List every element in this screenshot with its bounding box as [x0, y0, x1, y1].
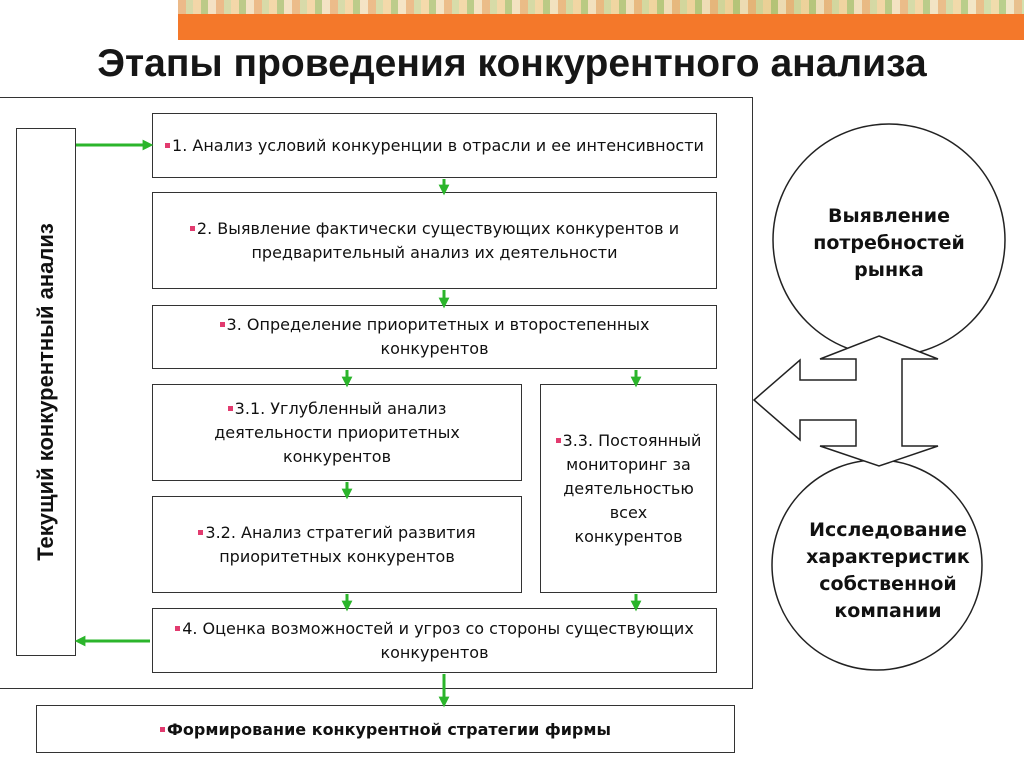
bullet-icon — [175, 625, 181, 631]
step-4-box: 4. Оценка возможностей и угроз со сторон… — [152, 608, 717, 673]
page-title: Этапы проведения конкурентного анализа — [97, 42, 927, 85]
strategy-box: Формирование конкурентной стратегии фирм… — [36, 705, 735, 753]
step-2-box: 2. Выявление фактически существующих кон… — [152, 192, 717, 289]
bullet-icon — [198, 529, 204, 535]
step-3-1-box: 3.1. Углубленный анализ деятельности при… — [152, 384, 522, 481]
analysis-frame — [0, 97, 753, 689]
step-1-text: 1. Анализ условий конкуренции в отрасли … — [172, 135, 704, 155]
step-1-box: 1. Анализ условий конкуренции в отрасли … — [152, 113, 717, 178]
step-3-3-box: 3.3. Постоянный мониторинг за деятельнос… — [540, 384, 717, 593]
bullet-icon — [189, 225, 195, 231]
bullet-icon — [227, 405, 233, 411]
step-3-text: 3. Определение приоритетных и второстепе… — [226, 315, 650, 358]
bullet-icon — [555, 437, 561, 443]
bullet-icon — [219, 322, 225, 327]
double-arrow-shape — [752, 335, 939, 467]
market-needs-text: Выявление потребностей рынка — [813, 205, 965, 281]
bullet-icon — [165, 142, 171, 148]
bullet-icon — [160, 726, 166, 732]
banner-orange-bar — [178, 14, 1024, 40]
step-2-text: 2. Выявление фактически существующих кон… — [196, 218, 680, 262]
step-4-text: 4. Оценка возможностей и угроз со сторон… — [182, 618, 694, 662]
header-banner — [178, 0, 1024, 40]
step-3-3-text: 3.3. Постоянный мониторинг за деятельнос… — [562, 430, 702, 546]
current-analysis-box: Текущий конкурентный анализ — [16, 128, 76, 656]
company-research-text: Исследование характеристик собственной к… — [806, 519, 970, 622]
strategy-text: Формирование конкурентной стратегии фирм… — [167, 719, 611, 739]
step-3-2-box: 3.2. Анализ стратегий развития приоритет… — [152, 496, 522, 593]
banner-image-strip — [178, 0, 1024, 14]
step-3-1-text: 3.1. Углубленный анализ деятельности при… — [214, 398, 460, 466]
step-3-2-text: 3.2. Анализ стратегий развития приоритет… — [205, 522, 476, 566]
step-3-box: 3. Определение приоритетных и второстепе… — [152, 305, 717, 369]
